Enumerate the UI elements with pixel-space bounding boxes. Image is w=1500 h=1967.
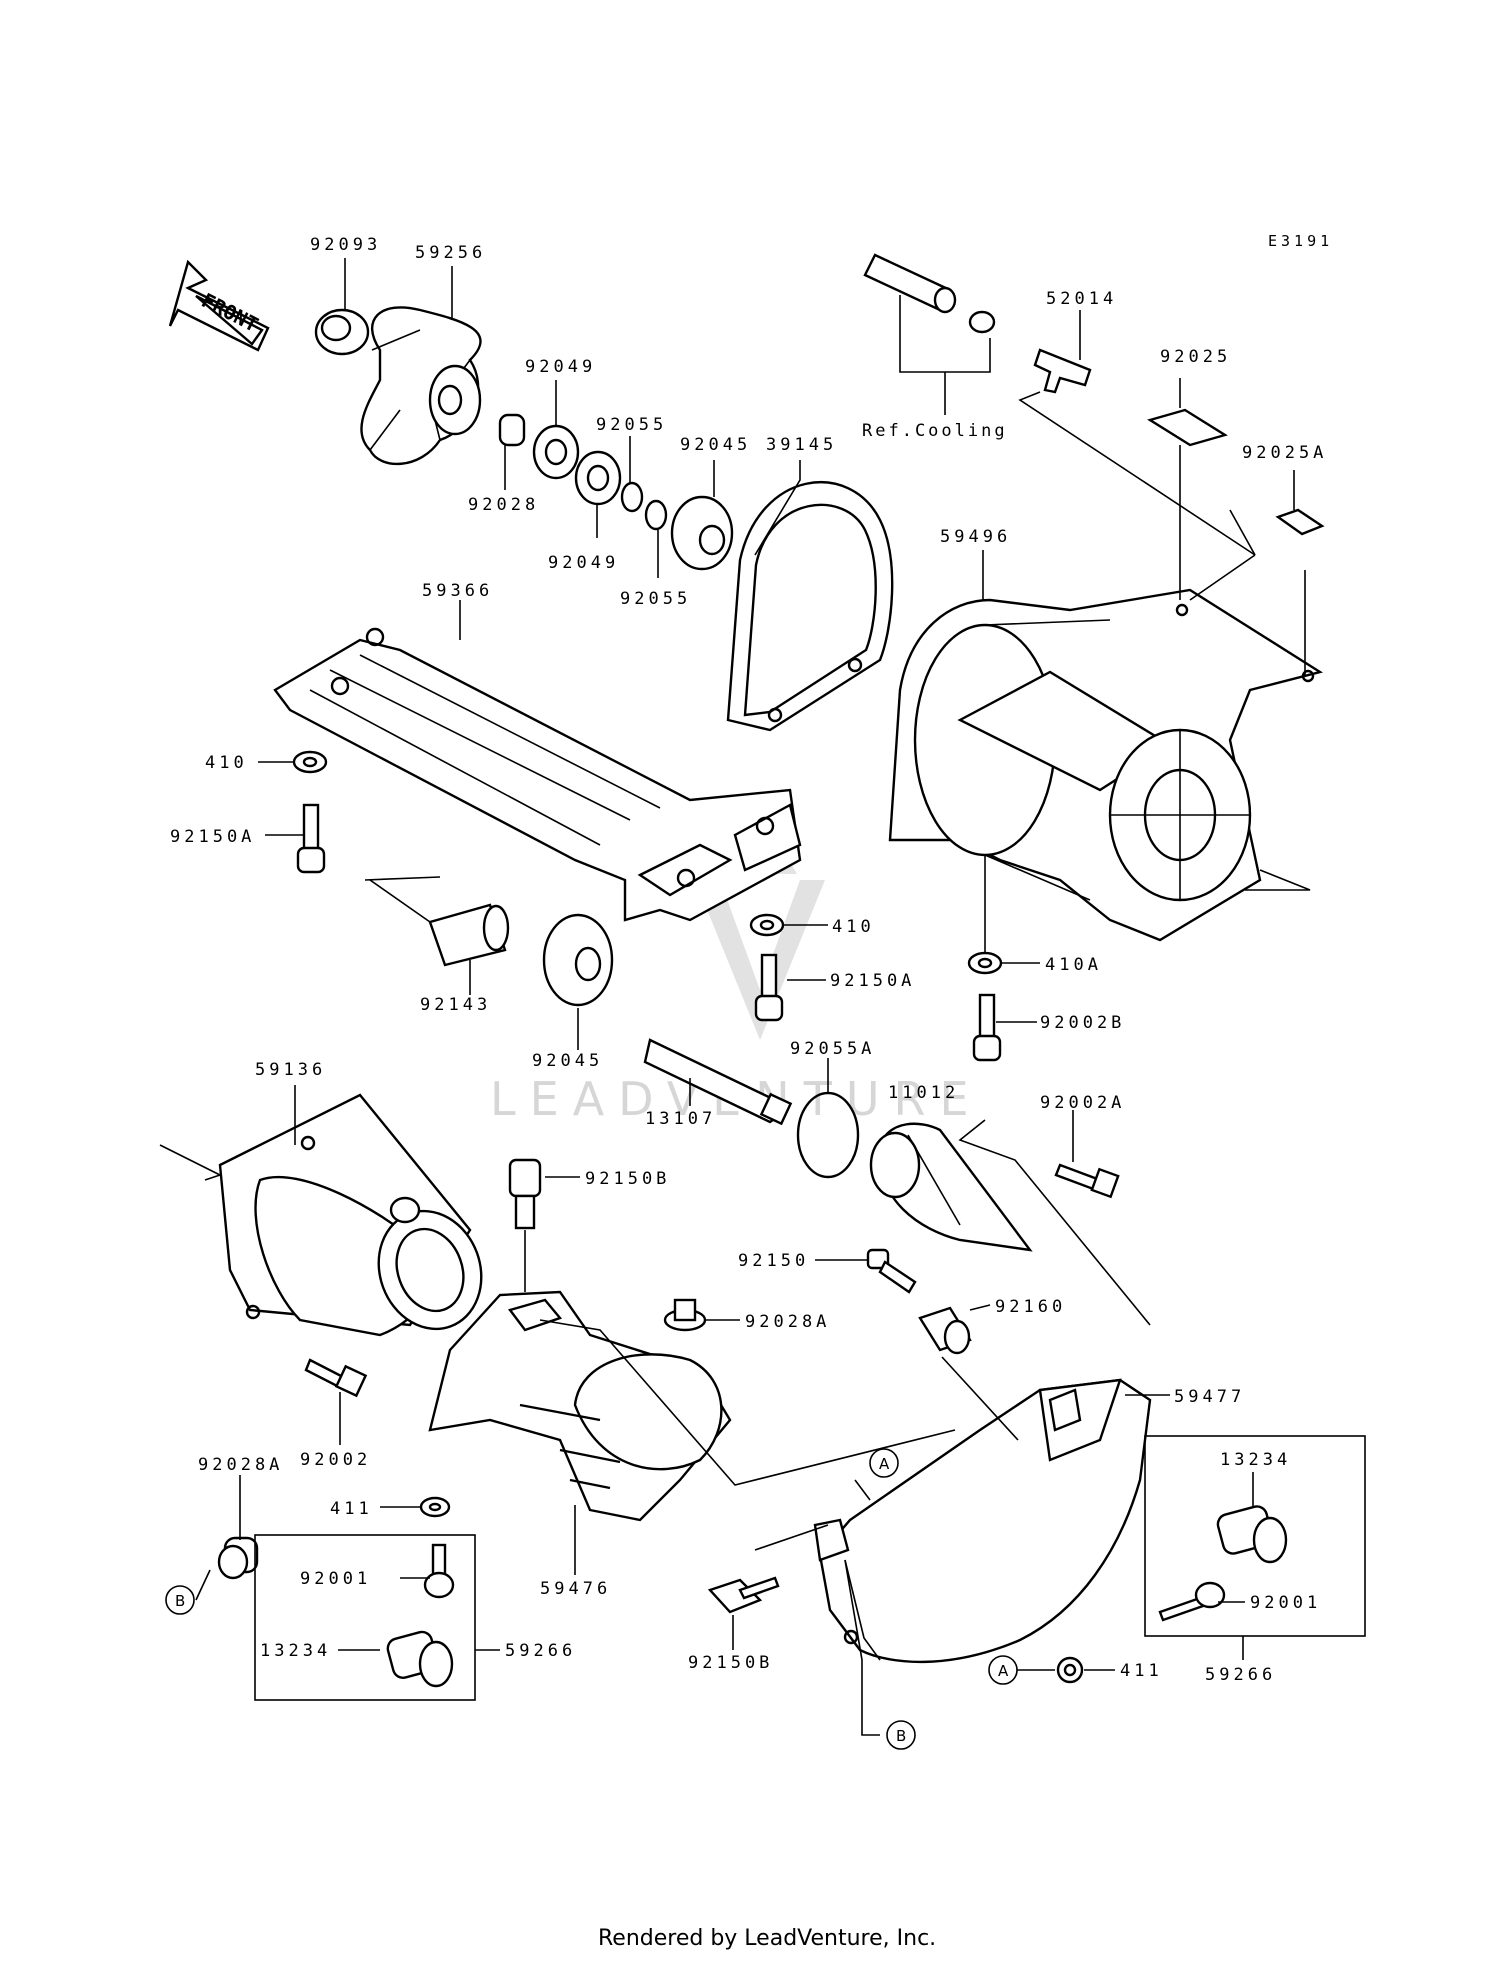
label-92028a-b: 92028A [198,1455,283,1475]
label-92045-a: 92045 [680,435,751,455]
callout-a-upper: A [869,1448,899,1478]
label-92028: 92028 [468,495,539,515]
part-bolts-92002 [1054,1163,1120,1199]
part-kit-59266-left [254,1534,476,1701]
callout-b-left: B [165,1585,195,1615]
part-duct-59476 [428,1290,732,1522]
label-59256: 59256 [415,243,486,263]
label-92001-a: 92001 [300,1569,371,1589]
callout-a-lower: A [988,1655,1018,1685]
label-92049-b: 92049 [548,553,619,573]
svg-text:A: A [998,1662,1009,1680]
label-92093: 92093 [310,235,381,255]
part-bolt-92150b-lower [707,1576,780,1614]
part-spacer-92143 [428,903,510,967]
label-92160: 92160 [995,1297,1066,1317]
label-411-b: 411 [1120,1661,1163,1681]
svg-text:B: B [175,1592,185,1610]
footer-credit: Rendered by LeadVenture, Inc. [598,1926,936,1951]
part-fitting-52014 [1033,348,1092,394]
label-59266-a: 59266 [505,1641,576,1661]
part-bearing-lower [542,913,614,1007]
label-410a: 410A [1045,955,1102,975]
callout-b-lower: B [886,1720,916,1750]
part-washers-bolts-upper [292,750,1003,1062]
part-washers-411 [419,1496,1084,1684]
label-92150a-b: 92150A [830,971,915,991]
label-92150a-a: 92150A [170,827,255,847]
label-410-a: 410 [205,753,248,773]
part-shaft-13107 [643,1038,793,1126]
label-92001-b: 92001 [1250,1593,1321,1613]
part-steering-nozzle-59477 [813,1378,1152,1664]
label-92045-b: 92045 [532,1051,603,1071]
part-frame-59366 [273,627,802,922]
part-grommet-92028a-upper [663,1298,707,1332]
label-92150b-b: 92150B [688,1653,773,1673]
part-shims [1147,408,1325,536]
label-92002b: 92002B [1040,1013,1125,1033]
label-92002a: 92002A [1040,1093,1125,1113]
figure-code: E3191 [1268,232,1333,250]
label-92025: 92025 [1160,347,1231,367]
svg-text:B: B [896,1727,906,1745]
front-direction-arrow: FRONT [168,259,270,352]
label-11012: 11012 [888,1083,959,1103]
part-cap-11012 [869,1122,1033,1252]
label-ref-cooling: Ref.Cooling [862,421,1008,441]
label-59496: 59496 [940,527,1011,547]
label-52014: 52014 [1046,289,1117,309]
label-92049-a: 92049 [525,357,596,377]
part-number-labels: 92093 59256 92049 92055 92045 39145 9202… [170,235,1327,1685]
part-kit-59266-right [1144,1435,1366,1637]
label-92055-a: 92055 [596,415,667,435]
label-410-b: 410 [832,917,875,937]
label-59136: 59136 [255,1060,326,1080]
label-92150b-a: 92150B [585,1169,670,1189]
label-39145: 39145 [766,435,837,455]
label-92025a: 92025A [1242,443,1327,463]
part-nozzle-59136 [218,1093,483,1337]
label-92055a: 92055A [790,1039,875,1059]
front-label: FRONT [198,288,263,337]
leader-lines [159,258,1311,1736]
part-impeller-59256 [360,306,482,465]
label-92028a-a: 92028A [745,1312,830,1332]
part-collar-92093 [314,308,370,356]
label-59477: 59477 [1174,1387,1245,1407]
label-411-a: 411 [330,1499,373,1519]
label-92150: 92150 [738,1251,809,1271]
label-13234-a: 13234 [1220,1450,1291,1470]
label-13234-b: 13234 [260,1641,331,1661]
part-bolt-92150 [866,1248,972,1355]
part-bolt-92150b-upper [508,1158,542,1230]
label-92143: 92143 [420,995,491,1015]
svg-text:A: A [879,1455,890,1473]
label-59266-b: 59266 [1205,1665,1276,1685]
label-13107: 13107 [645,1109,716,1129]
label-92055-b: 92055 [620,589,691,609]
part-bolt-92002 [304,1358,368,1398]
part-cooling-hose [863,253,996,415]
part-pump-case-59496 [888,588,1323,942]
part-gasket-39145 [726,481,894,732]
part-grommet-92028a-left [217,1536,259,1580]
label-59476: 59476 [540,1579,611,1599]
label-59366: 59366 [422,581,493,601]
part-washer-stack [498,413,734,571]
label-92002: 92002 [300,1450,371,1470]
